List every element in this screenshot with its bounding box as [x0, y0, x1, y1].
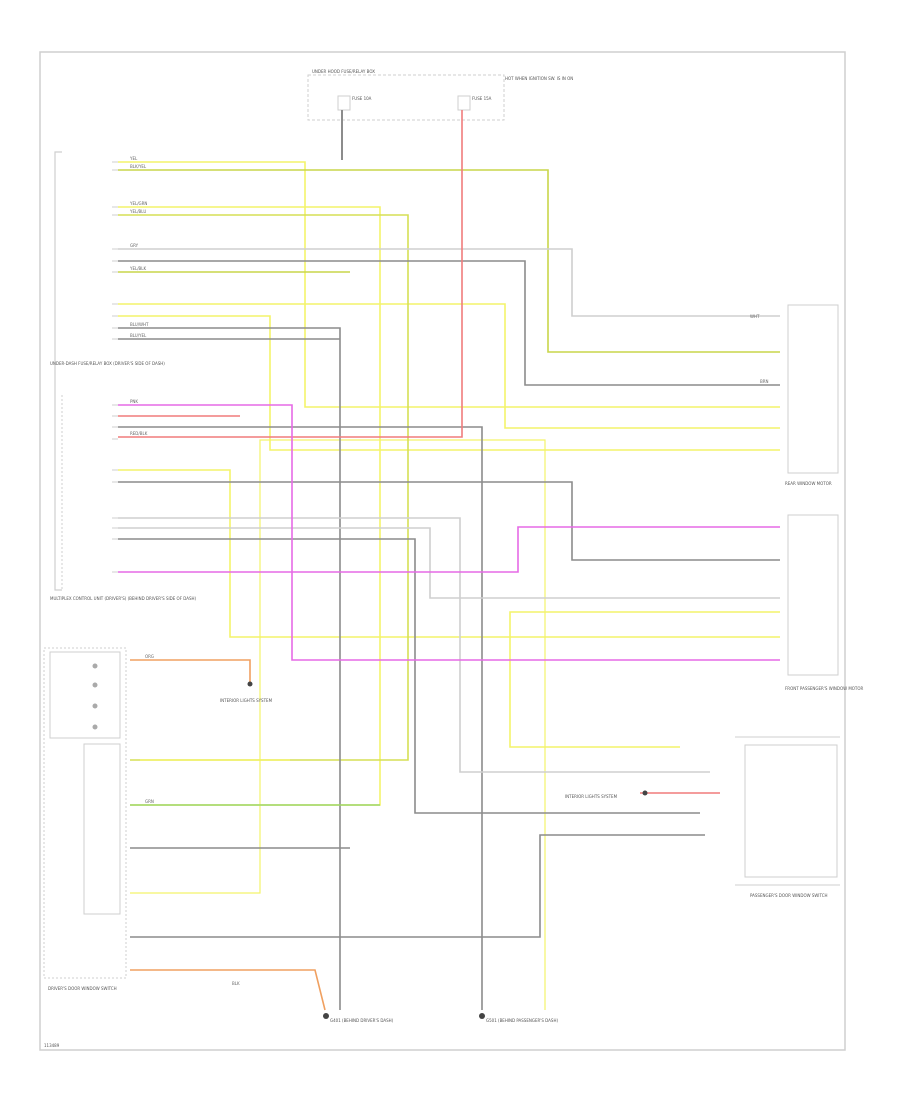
multiplex-label: MULTIPLEX CONTROL UNIT (DRIVER'S) (BEHIN…: [50, 596, 197, 601]
wire-label-ylwgrn: YEL/GRN: [129, 201, 147, 206]
ground-points: G401 (BEHIND DRIVER'S DASH) G501 (BEHIND…: [247, 681, 648, 1023]
wire-labels: YEL BLK/YEL YEL/GRN YEL/BLU GRY YEL/BLK …: [129, 156, 769, 986]
under-dash-label: UNDER-DASH FUSE/RELAY BOX (DRIVER'S SIDE…: [50, 361, 165, 366]
wire-label-redblk: RED/BLK: [130, 431, 148, 436]
multiplex-unit: UNDER-DASH FUSE/RELAY BOX (DRIVER'S SIDE…: [50, 151, 197, 601]
front-motor-label: FRONT PASSENGER'S WINDOW MOTOR: [785, 686, 864, 691]
wires: [118, 110, 780, 1011]
interior-lights-a: INTERIOR LIGHTS SYSTEM: [220, 698, 273, 703]
wire-label-org: ORG: [145, 654, 154, 659]
wire-label-wht: WHT: [750, 314, 760, 319]
wire-label-bluyel: BLU/YEL: [130, 333, 147, 338]
driver-switch-label: DRIVER'S DOOR WINDOW SWITCH: [48, 986, 117, 991]
wire-label-blkylw: BLK/YEL: [130, 164, 147, 169]
wire-label-pnk: PNK: [130, 399, 138, 404]
wire-label-bluwht: BLU/WHT: [130, 322, 149, 327]
rear-motor-label: REAR WINDOW MOTOR: [785, 481, 832, 486]
driver-window-switch: DRIVER'S DOOR WINDOW SWITCH: [43, 647, 127, 991]
passenger-window-switch: PASSENGER'S DOOR WINDOW SWITCH: [735, 736, 840, 898]
diagram-border: [39, 51, 846, 1051]
fuse-box-title: UNDER HOOD FUSE/RELAY BOX: [312, 69, 375, 74]
fuse-right-label: FUSE 15A: [472, 96, 492, 101]
footer-code: 113489: [44, 1043, 60, 1048]
fuse-left-label: FUSE 10A: [352, 96, 372, 101]
interior-lights-b: INTERIOR LIGHTS SYSTEM: [565, 794, 618, 799]
fuse-box-note: HOT WHEN IGNITION SW. IS IN ON: [505, 76, 573, 81]
passenger-switch-label: PASSENGER'S DOOR WINDOW SWITCH: [750, 893, 828, 898]
wire-label-grn: GRN: [145, 799, 154, 804]
ground-g501: G501 (BEHIND PASSENGER'S DASH): [486, 1018, 558, 1023]
wire-label-blk: BLK: [232, 981, 240, 986]
front-passenger-window-motor: FRONT PASSENGER'S WINDOW MOTOR: [785, 514, 864, 691]
ground-g401: G401 (BEHIND DRIVER'S DASH): [330, 1018, 394, 1023]
rear-window-motor: REAR WINDOW MOTOR: [785, 304, 839, 486]
wire-label-ylwblu: YEL/BLU: [129, 209, 146, 214]
wire-label-ylwblk: YEL/BLK: [129, 266, 147, 271]
fuse-box: UNDER HOOD FUSE/RELAY BOX HOT WHEN IGNIT…: [307, 69, 573, 121]
wire-label-ylw: YEL: [129, 156, 138, 161]
wire-label-brn: BRN: [760, 379, 769, 384]
wire-label-gry: GRY: [130, 243, 139, 248]
